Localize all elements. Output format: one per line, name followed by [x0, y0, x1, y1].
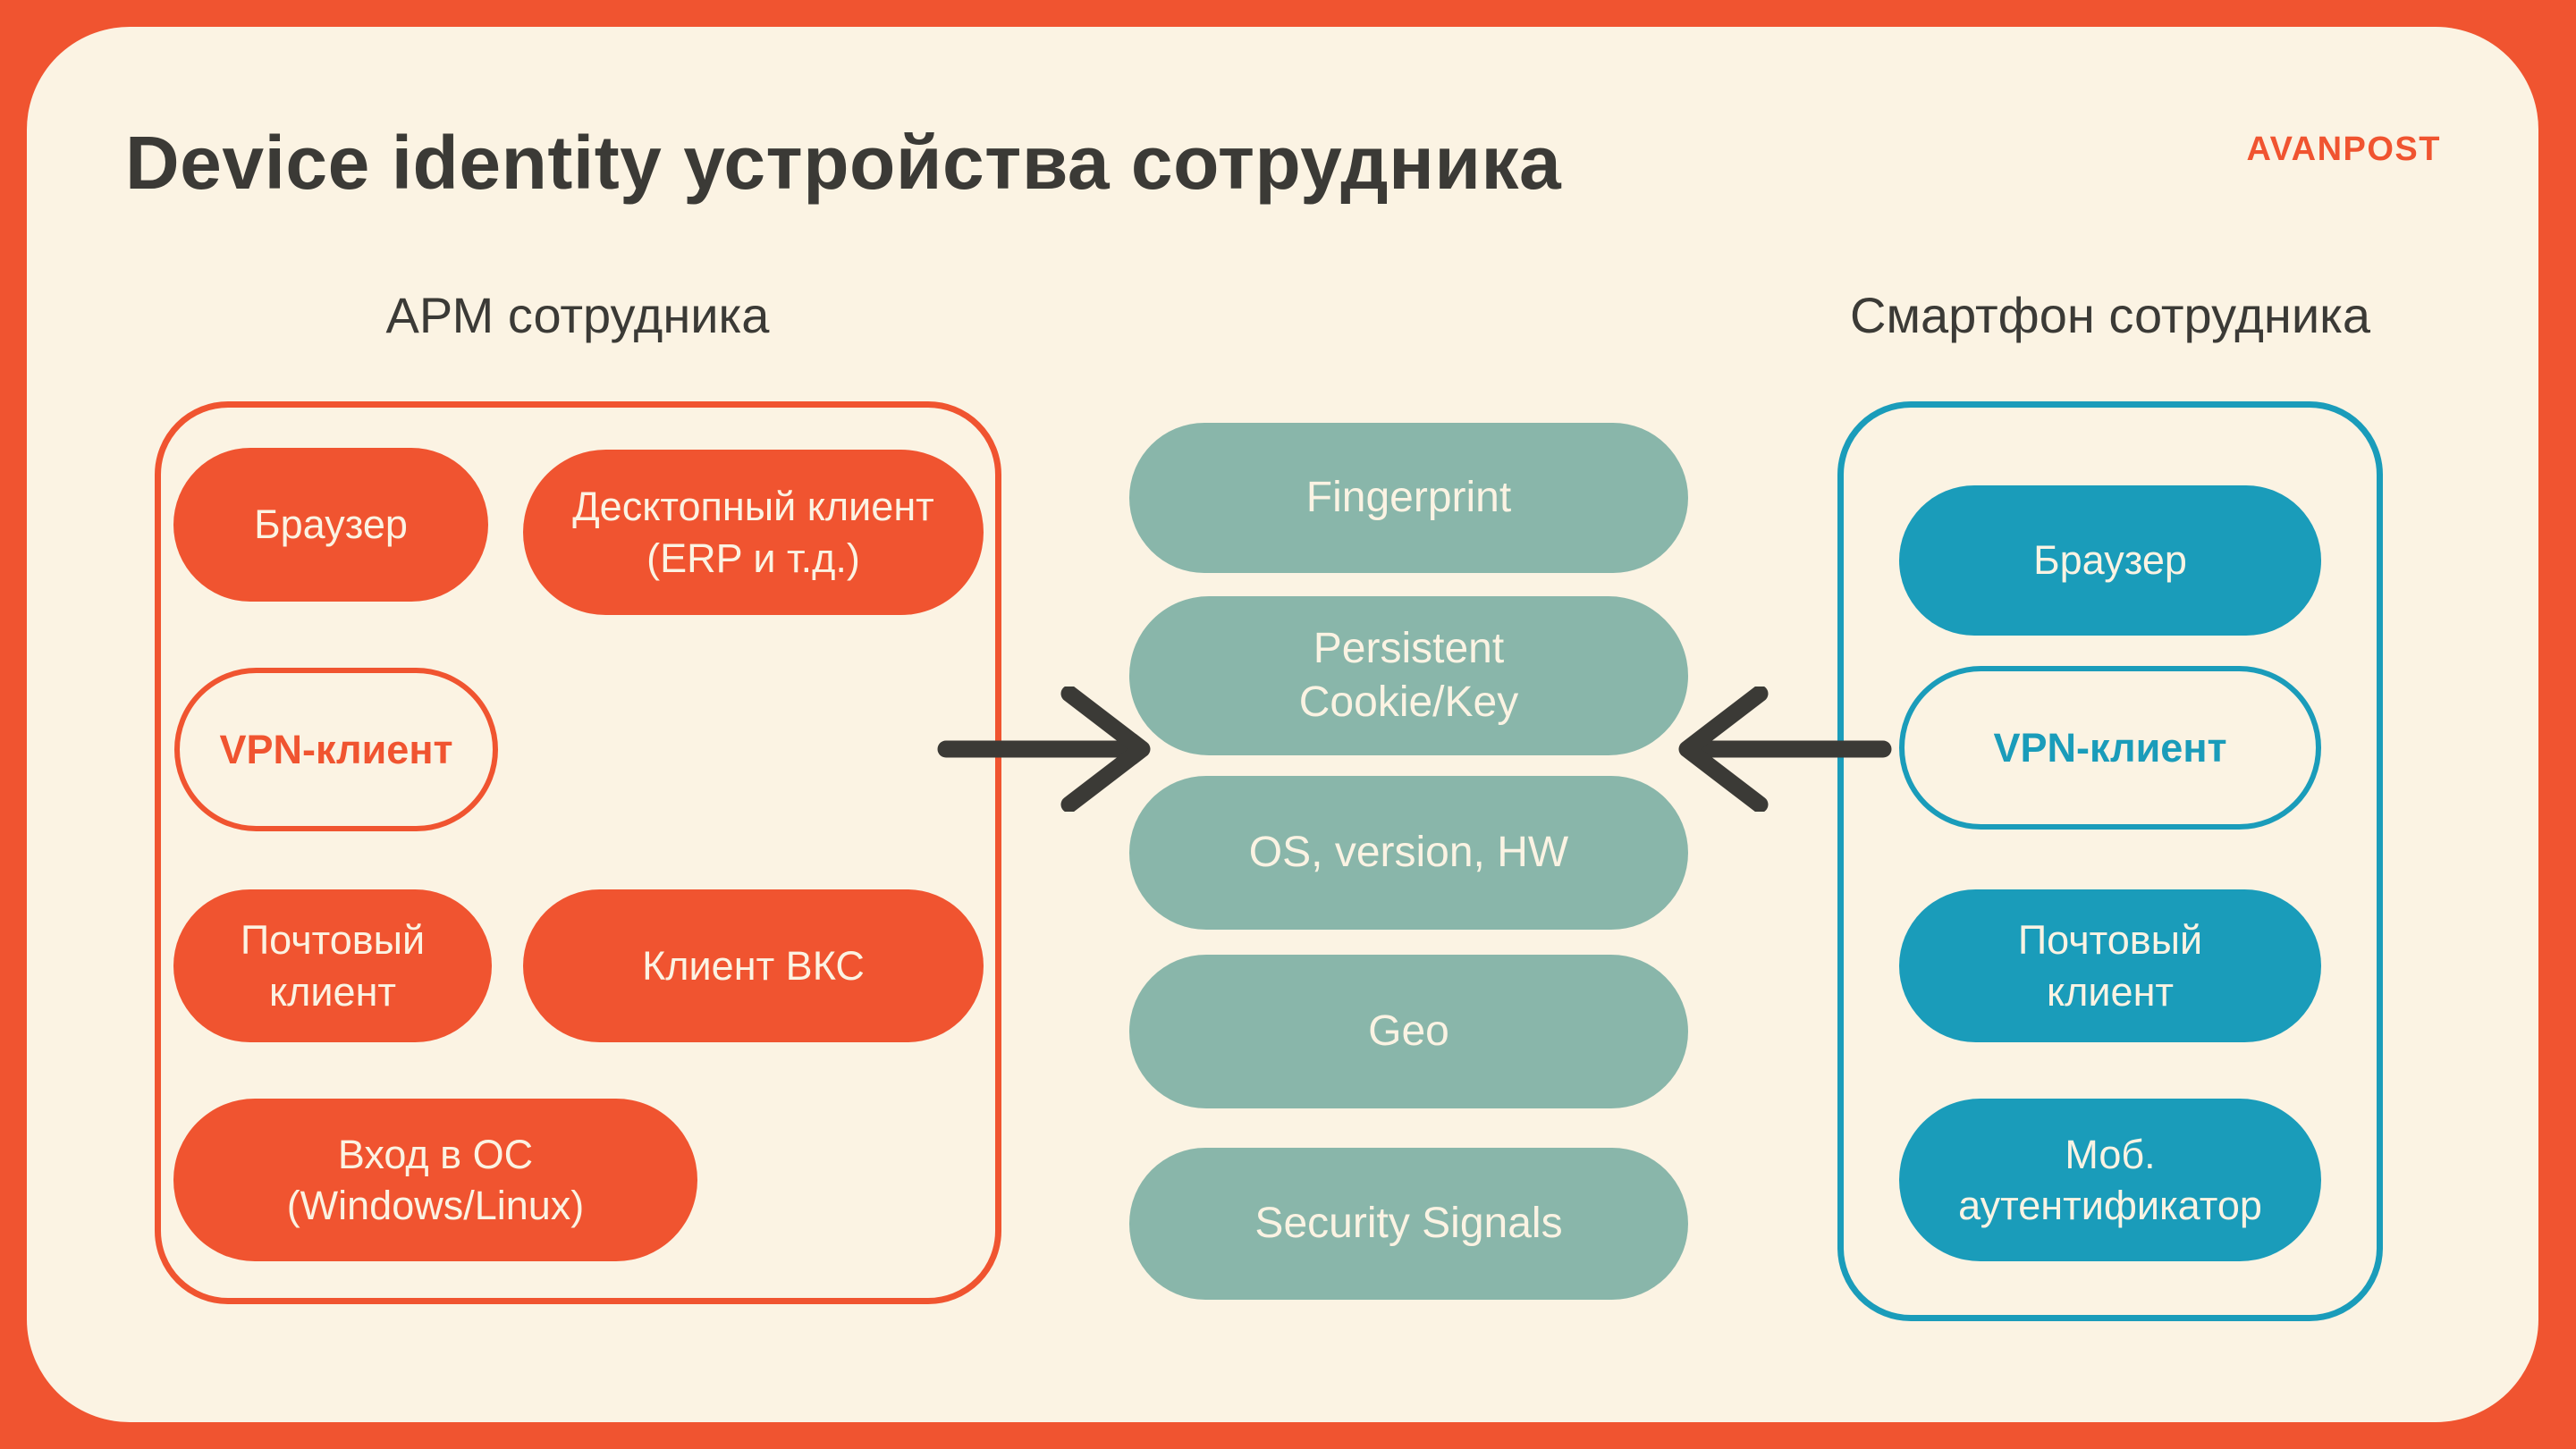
smartphone-group-label: Смартфон сотрудника: [1850, 287, 2370, 343]
signal-pill-persistent-cookie: Persistent Cookie/Key: [1129, 596, 1688, 755]
signal-pill-geo: Geo: [1129, 955, 1688, 1108]
smartphone-pill-mobile-authenticator: Моб. аутентификатор: [1899, 1099, 2321, 1261]
signal-pill-fingerprint: Fingerprint: [1129, 423, 1688, 573]
signal-pill-security-signals: Security Signals: [1129, 1148, 1688, 1300]
smartphone-pill-mail-client: Почтовый клиент: [1899, 889, 2321, 1042]
workstation-group-label: АРМ сотрудника: [385, 287, 770, 343]
arrow-right-icon: [937, 687, 1152, 812]
workstation-pill-desktop-client: Десктопный клиент (ERP и т.д.): [523, 450, 984, 615]
avanpost-logo: AVANPOST: [2246, 131, 2441, 168]
workstation-pill-mail-client: Почтовый клиент: [173, 889, 492, 1042]
workstation-pill-browser: Браузер: [173, 448, 488, 602]
page-title: Device identity устройства сотрудника: [125, 121, 1562, 205]
signal-pill-os-version-hw: OS, version, HW: [1129, 776, 1688, 930]
workstation-pill-vks-client: Клиент ВКС: [523, 889, 984, 1042]
workstation-pill-os-login: Вход в ОС (Windows/Linux): [173, 1099, 697, 1261]
workstation-container: [155, 401, 1001, 1304]
workstation-pill-vpn-client: VPN-клиент: [174, 668, 498, 831]
smartphone-pill-vpn-client: VPN-клиент: [1899, 666, 2321, 830]
arrow-left-icon: [1677, 687, 1892, 812]
smartphone-pill-browser: Браузер: [1899, 485, 2321, 636]
smartphone-container: [1837, 401, 2383, 1321]
